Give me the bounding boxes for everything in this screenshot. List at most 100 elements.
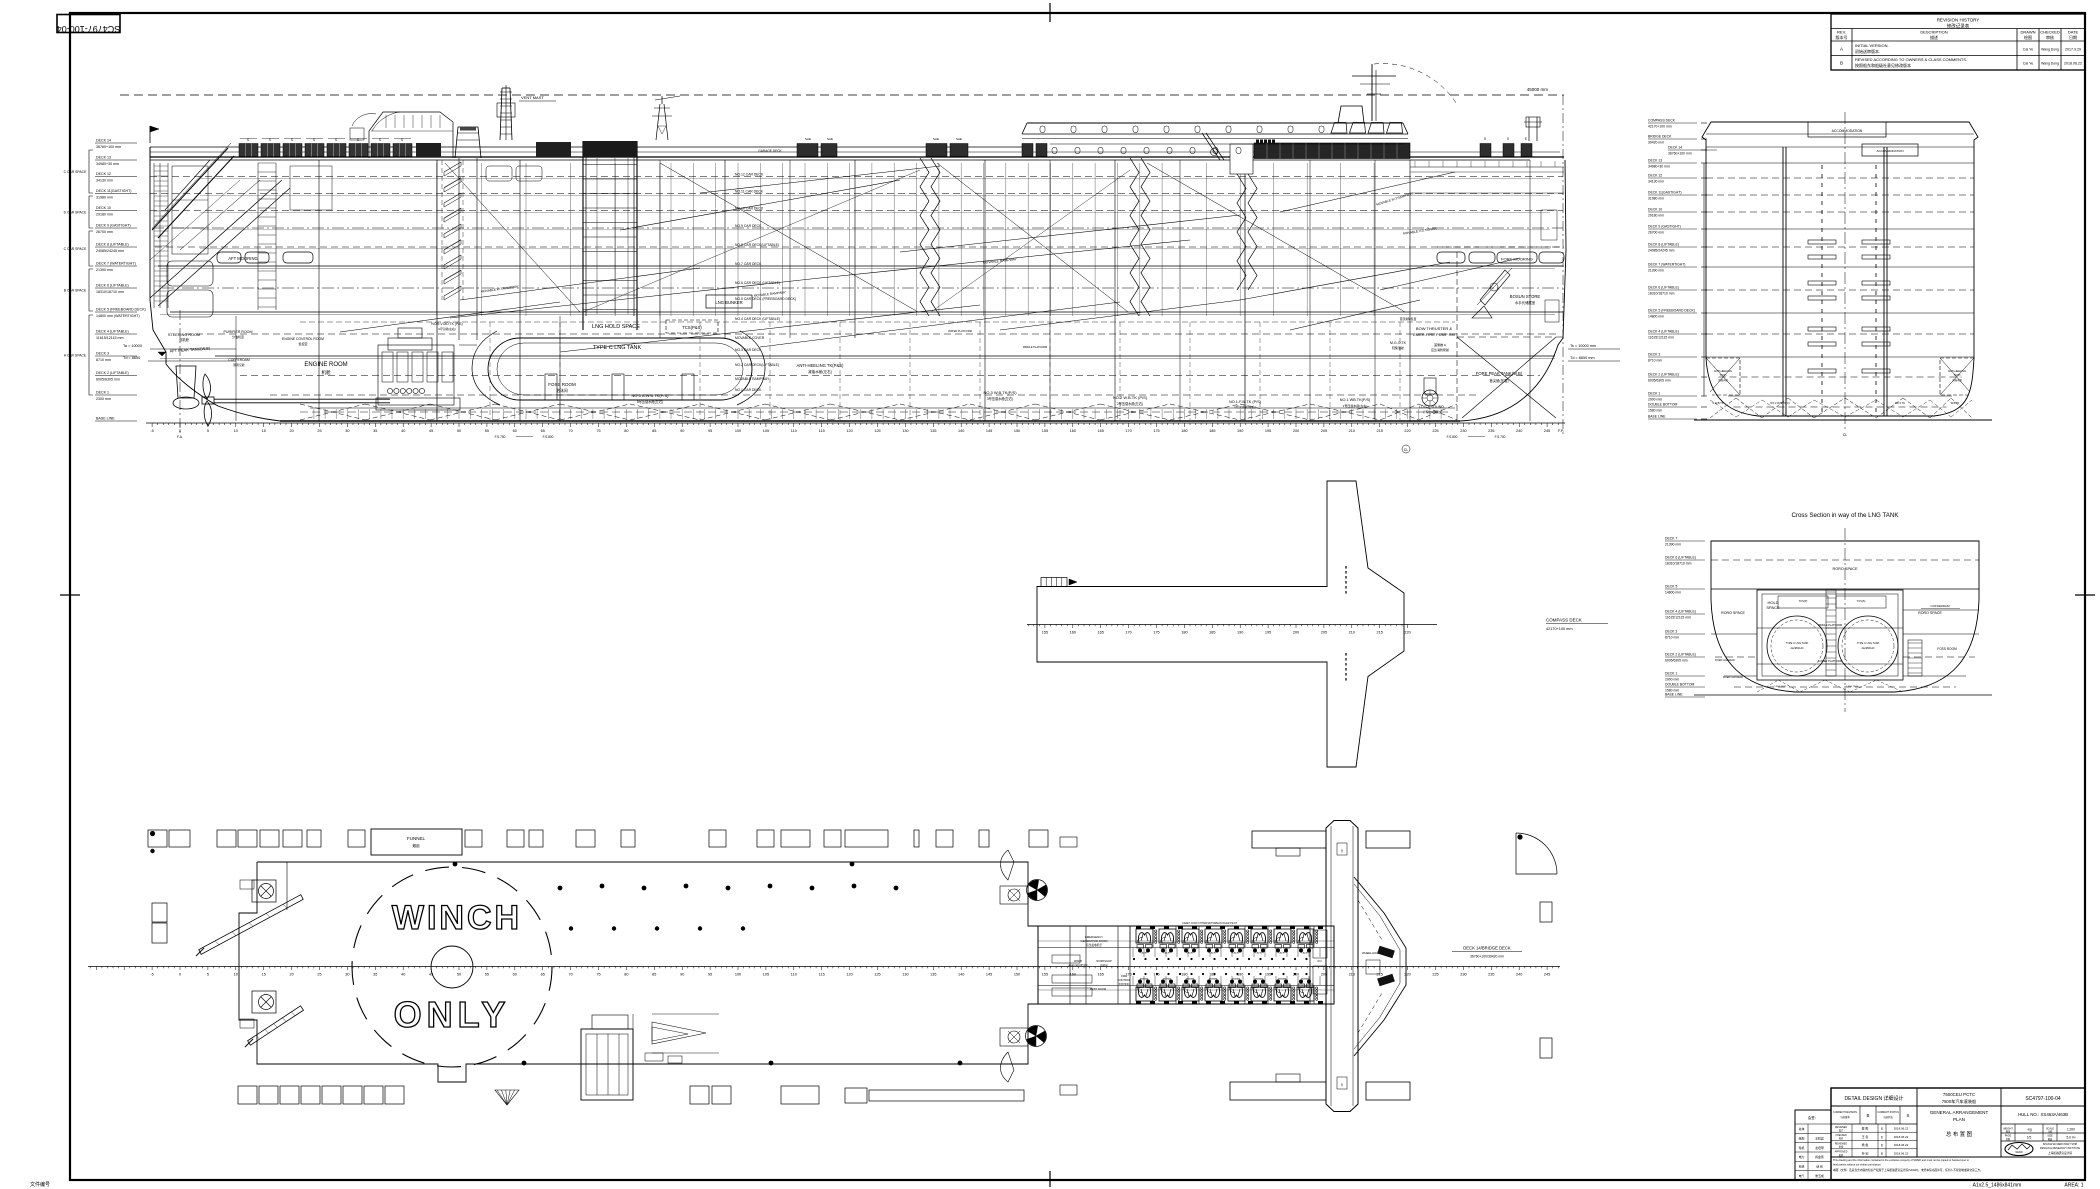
svg-text:STATION: STATION <box>1119 982 1130 986</box>
svg-text:170: 170 <box>1125 631 1131 635</box>
svg-text:42170+100 mm: 42170+100 mm <box>1648 125 1672 129</box>
svg-text:15: 15 <box>262 429 266 433</box>
svg-text:1580 mm: 1580 mm <box>1665 689 1679 693</box>
svg-text:1:200: 1:200 <box>2067 1128 2075 1132</box>
svg-text:TCS(P&S): TCS(P&S) <box>682 325 702 330</box>
svg-text:SPACE: SPACE <box>1766 605 1780 610</box>
svg-text:65: 65 <box>541 973 545 977</box>
svg-text:34980+30 mm: 34980+30 mm <box>1648 165 1670 169</box>
svg-text:CADET: CADET <box>1209 952 1217 955</box>
svg-text:CHECKED: CHECKED <box>1835 1135 1847 1137</box>
svg-text:首部乘降装置: 首部乘降装置 <box>1400 317 1417 321</box>
svg-text:日期: 日期 <box>2069 34 2077 40</box>
svg-text:2018.06.22: 2018.06.22 <box>1894 1127 1909 1131</box>
svg-text:首尖舱(压载): 首尖舱(压载) <box>1489 378 1508 383</box>
svg-text:DECK 8 (LIFTABLE): DECK 8 (LIFTABLE) <box>96 243 129 247</box>
svg-text:批准: 批准 <box>1839 1153 1844 1157</box>
svg-text:36760+100 mm: 36760+100 mm <box>1668 152 1692 156</box>
svg-text:签: 签 <box>1881 1127 1884 1131</box>
svg-text:机舱: 机舱 <box>322 369 331 376</box>
svg-text:LNG HOLD SPACE: LNG HOLD SPACE <box>592 324 640 330</box>
svg-text:DECK 5 (FREEBOARD DECK): DECK 5 (FREEBOARD DECK) <box>1648 309 1695 313</box>
svg-text:F.S.700: F.S.700 <box>1495 435 1506 439</box>
svg-text:Cai Ye: Cai Ye <box>2023 48 2033 52</box>
svg-text:DECK 3: DECK 3 <box>96 352 109 356</box>
svg-text:设计: 设计 <box>1839 1128 1844 1132</box>
svg-text:SEAMAN: SEAMAN <box>1140 978 1149 981</box>
svg-text:210: 210 <box>1349 973 1355 977</box>
svg-text:200: 200 <box>1293 973 1299 977</box>
svg-text:DESCRIPTION: DESCRIPTION <box>1920 30 1947 35</box>
svg-text:40: 40 <box>401 429 405 433</box>
svg-text:31980 mm: 31980 mm <box>96 196 113 200</box>
svg-text:25: 25 <box>317 973 321 977</box>
svg-text:8710 mm: 8710 mm <box>1665 636 1679 640</box>
svg-text:240: 240 <box>1516 429 1522 433</box>
svg-text:AREA: 1: AREA: 1 <box>2064 1183 2083 1189</box>
svg-text:9号空舱(左右): 9号空舱(左右) <box>438 327 455 331</box>
svg-text:NO.2 W.B.TK (P/S): NO.2 W.B.TK (P/S) <box>1113 395 1148 400</box>
svg-text:LOWER PLATFORM: LOWER PLATFORM <box>1818 659 1842 663</box>
svg-text:Td = 8650: Td = 8650 <box>123 356 140 360</box>
svg-text:195: 195 <box>1265 429 1271 433</box>
svg-text:DECK 8 (LIFTABLE): DECK 8 (LIFTABLE) <box>1648 243 1679 247</box>
svg-text:总体: 总体 <box>1799 1126 1805 1131</box>
svg-text:文件编号: 文件编号 <box>30 1181 50 1188</box>
svg-text:COFFERDAM: COFFERDAM <box>1931 604 1951 608</box>
svg-text:C CAR SPACE: C CAR SPACE <box>64 170 87 174</box>
svg-text:170: 170 <box>1125 973 1131 977</box>
svg-text:NO.5 B.W.B.TK(P/S): NO.5 B.W.B.TK(P/S) <box>632 393 670 398</box>
svg-text:145: 145 <box>986 429 992 433</box>
svg-text:50: 50 <box>457 973 461 977</box>
svg-text:225: 225 <box>1432 429 1438 433</box>
svg-text:TYPE C LNG TANK: TYPE C LNG TANK <box>593 345 642 351</box>
svg-text:CADET: CADET <box>1186 952 1194 955</box>
svg-text:180: 180 <box>1181 973 1187 977</box>
svg-text:MIDDLE PLATFORM: MIDDLE PLATFORM <box>1818 623 1842 627</box>
svg-text:120: 120 <box>846 973 852 977</box>
svg-text:FORE PEAK TANK(W.B): FORE PEAK TANK(W.B) <box>1476 371 1523 376</box>
svg-text:NO.2 W.B.TK(C): NO.2 W.B.TK(C) <box>1770 401 1789 405</box>
svg-text:水手长储藏室: 水手长储藏室 <box>1515 300 1536 305</box>
svg-text:BOW THRUSTER &: BOW THRUSTER & <box>1416 326 1452 331</box>
svg-text:PAGE: PAGE <box>2005 1135 2012 1138</box>
svg-text:7500车汽车滚装船: 7500车汽车滚装船 <box>1942 1098 1976 1105</box>
svg-text:90: 90 <box>680 429 684 433</box>
svg-text:减摇水舱(左右): 减摇水舱(左右) <box>808 369 832 374</box>
svg-text:Ts = 10000 mm: Ts = 10000 mm <box>1570 344 1596 348</box>
svg-text:Cross Section in way of the LN: Cross Section in way of the LNG TANK <box>1791 512 1899 519</box>
svg-text:185: 185 <box>1209 429 1215 433</box>
svg-text:绘图: 绘图 <box>2024 34 2032 40</box>
svg-text:GARAGE DECK: GARAGE DECK <box>758 149 782 153</box>
svg-text:220: 220 <box>1404 429 1410 433</box>
svg-text:S.W.B.TK: S.W.B.TK <box>1712 401 1724 405</box>
svg-text:29180 mm: 29180 mm <box>1648 214 1664 218</box>
svg-text:2018.06.22: 2018.06.22 <box>1894 1143 1909 1147</box>
svg-text:C.W.B.TK(P): C.W.B.TK(P) <box>1774 686 1787 688</box>
svg-text:舵机舱: 舵机舱 <box>179 337 189 342</box>
svg-text:dia.9800x43: dia.9800x43 <box>1861 647 1875 650</box>
svg-text:30: 30 <box>345 429 349 433</box>
svg-text:CADET: CADET <box>1232 952 1240 955</box>
svg-text:DECK 2 (LIFTABLE): DECK 2 (LIFTABLE) <box>1665 653 1696 657</box>
svg-text:S: S <box>401 138 403 142</box>
svg-text:幅面: 幅面 <box>2048 1137 2053 1141</box>
svg-text:DECK 1: DECK 1 <box>96 391 109 395</box>
svg-text:36760+100 mm: 36760+100 mm <box>96 145 121 149</box>
svg-text:BASE LINE: BASE LINE <box>1665 693 1683 697</box>
svg-text:205: 205 <box>1321 631 1327 635</box>
svg-text:轻柴油舱: 轻柴油舱 <box>1392 345 1404 350</box>
svg-text:CADET: CADET <box>1140 952 1148 955</box>
svg-text:SEAMAN: SEAMAN <box>1301 978 1310 981</box>
svg-text:FIXED CAR DECK: FIXED CAR DECK <box>1723 676 1743 679</box>
svg-text:95: 95 <box>708 973 712 977</box>
svg-text:ACCOMMODATION: ACCOMMODATION <box>1876 149 1903 153</box>
svg-text:11615/12115 mm: 11615/12115 mm <box>1665 616 1691 620</box>
svg-text:190: 190 <box>1237 973 1243 977</box>
svg-text:DECK 9 (GASTIGHT): DECK 9 (GASTIGHT) <box>1648 225 1681 229</box>
svg-text:RORO SPACE: RORO SPACE <box>1832 567 1858 571</box>
svg-text:DRAWN: DRAWN <box>2021 30 2036 35</box>
svg-text:COMPASS DECK: COMPASS DECK <box>1546 618 1582 623</box>
svg-text:NO.5 CAR DECK (FREEBOARD DECK): NO.5 CAR DECK (FREEBOARD DECK) <box>735 297 796 301</box>
svg-text:DECK 13: DECK 13 <box>1648 159 1662 163</box>
